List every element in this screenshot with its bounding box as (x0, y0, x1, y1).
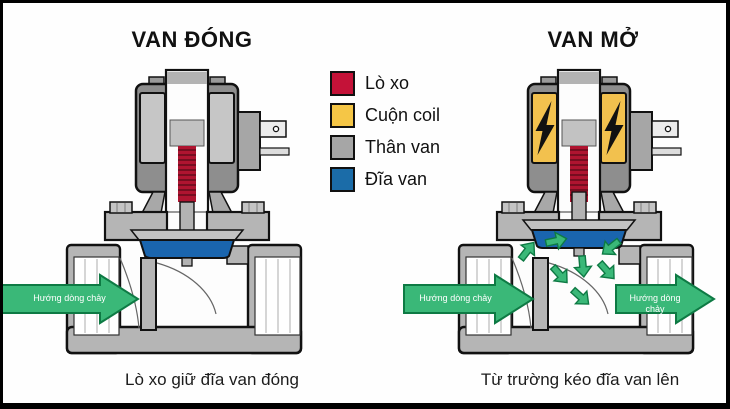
valve-open-illustration (403, 68, 716, 353)
solenoid-coil-deenergized (134, 68, 291, 216)
legend-item-coil: Cuộn coil (330, 103, 440, 128)
legend-item-body: Thân van (330, 135, 440, 160)
legend-swatch-coil (330, 103, 355, 128)
legend-item-disc: Đĩa van (330, 167, 440, 192)
flow-arrow-outlet-open (615, 273, 716, 325)
caption-closed: Lò xo giữ đĩa van đóng (125, 370, 299, 389)
flow-arrow-inlet-closed (1, 273, 140, 325)
legend-swatch-body (330, 135, 355, 160)
legend-item-spring: Lò xo (330, 71, 440, 96)
solenoid-coil-energized (526, 68, 683, 216)
legend-label-body: Thân van (365, 137, 441, 157)
legend-swatch-disc (330, 167, 355, 192)
valve-closed-illustration (1, 68, 301, 353)
legend-swatch-spring (330, 71, 355, 96)
panel-title-open: VAN MỞ (547, 27, 639, 52)
caption-open: Từ trường kéo đĩa van lên (480, 370, 680, 389)
legend-label-spring: Lò xo (365, 73, 410, 93)
flow-arrow-inlet-open (403, 273, 535, 325)
legend: Lò xo Cuộn coil Thân van Đĩa van (330, 71, 440, 199)
legend-label-coil: Cuộn coil (365, 105, 441, 125)
panel-title-closed: VAN ĐÓNG (131, 27, 253, 52)
legend-label-disc: Đĩa van (365, 169, 428, 189)
